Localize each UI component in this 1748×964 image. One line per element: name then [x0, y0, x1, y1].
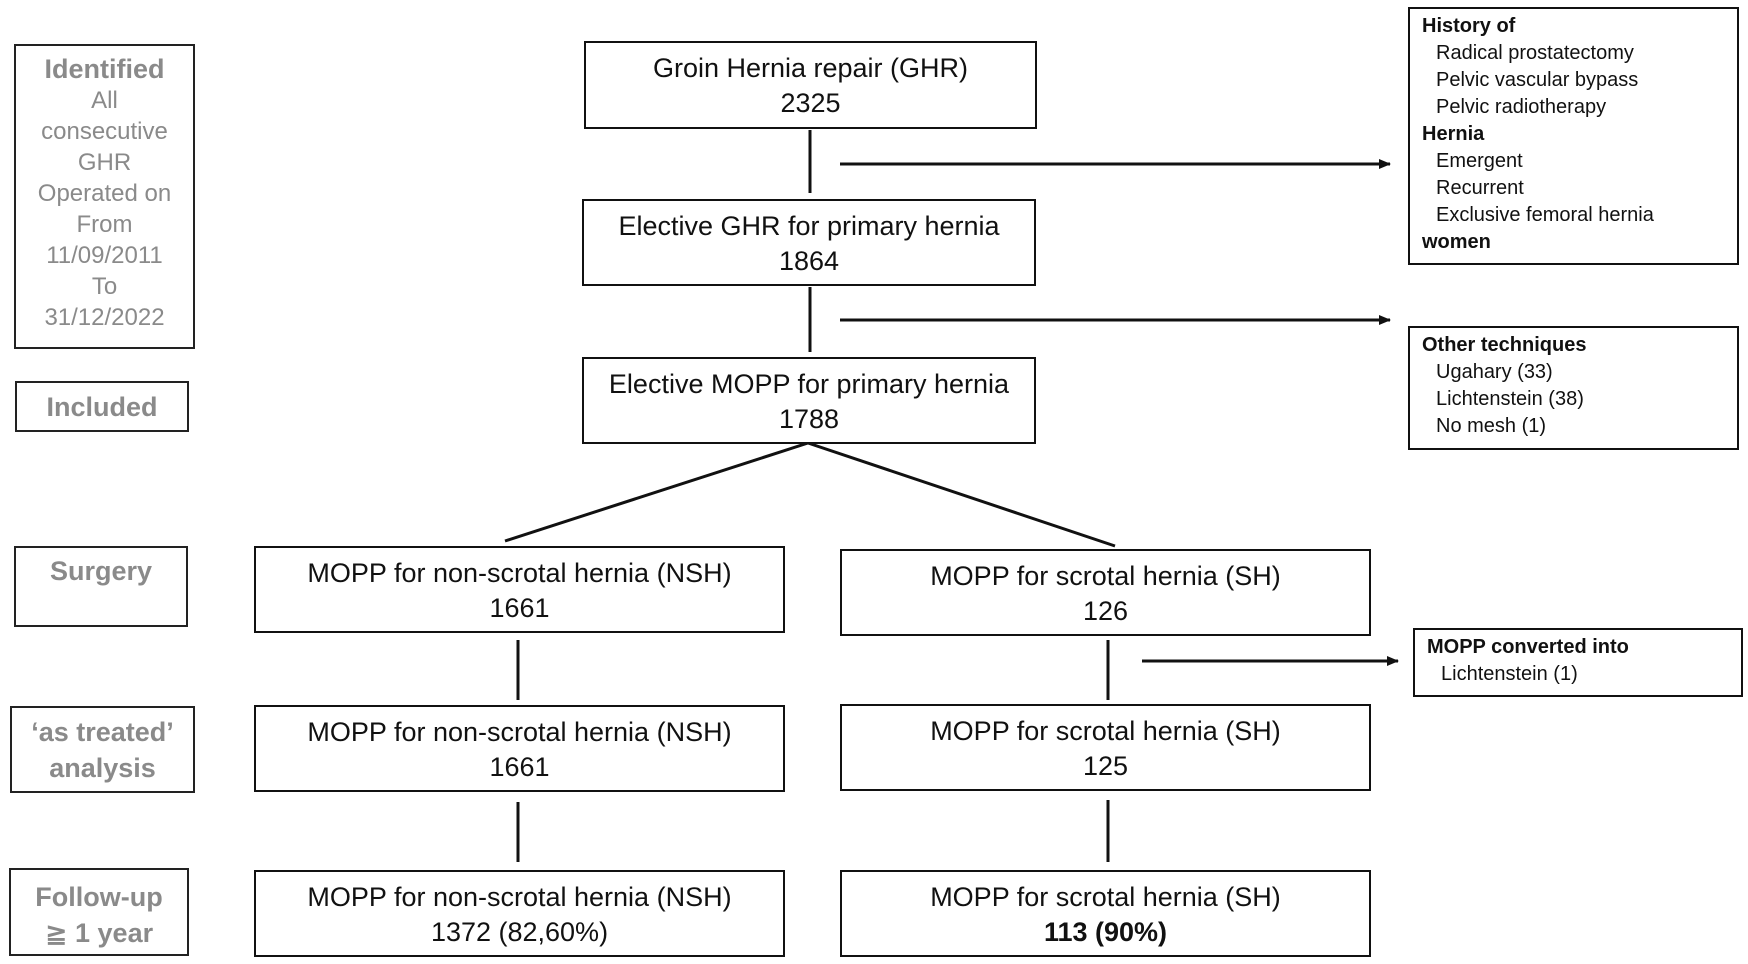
exclusion-box-techniques: Other techniques Ugahary (33) Lichtenste…: [1408, 326, 1739, 450]
stage-identified-line: consecutive: [41, 118, 168, 145]
exclusion-item: Pelvic vascular bypass: [1436, 69, 1639, 91]
box-label: MOPP for scrotal hernia (SH): [930, 561, 1281, 591]
stage-as-treated-line1: ‘as treated’: [31, 717, 174, 747]
box-sh-followup: MOPP for scrotal hernia (SH) 113 (90%): [840, 870, 1371, 957]
split-right: [807, 441, 1116, 548]
box-label: Groin Hernia repair (GHR): [652, 53, 969, 83]
box-count: 1661: [489, 752, 550, 782]
box-count: 1661: [489, 593, 550, 623]
stage-included-heading: Included: [46, 392, 158, 422]
exclusion-heading: Hernia: [1422, 123, 1485, 145]
stage-identified-line: Operated on: [37, 180, 172, 207]
exclusion-heading: MOPP converted into: [1427, 636, 1629, 658]
exclusion-box-converted: MOPP converted into Lichtenstein (1): [1413, 628, 1743, 697]
exclusion-item: Radical prostatectomy: [1436, 42, 1634, 64]
box-label: Elective GHR for primary hernia: [618, 211, 1000, 241]
box-sh-treated: MOPP for scrotal hernia (SH) 125: [840, 704, 1371, 791]
split-left: [504, 441, 809, 543]
stage-identified-line: 31/12/2022: [44, 304, 165, 331]
exclusion-item: Lichtenstein (1): [1441, 663, 1578, 685]
exclusion-item: Recurrent: [1436, 177, 1524, 199]
stage-identified-line: GHR: [77, 149, 132, 176]
box-sh-surgery: MOPP for scrotal hernia (SH) 126: [840, 549, 1371, 636]
stage-identified-heading: Identified: [44, 54, 165, 84]
exclusion-heading: History of: [1422, 15, 1516, 37]
box-count: 125: [1082, 751, 1129, 781]
box-label: Elective MOPP for primary hernia: [608, 369, 1010, 399]
exclusion-item: Emergent: [1436, 150, 1523, 172]
box-label: MOPP for non-scrotal hernia (NSH): [307, 882, 732, 912]
stage-identified-line: From: [76, 211, 133, 238]
box-groin-hernia-repair: Groin Hernia repair (GHR) 2325: [584, 41, 1037, 129]
box-count: 2325: [780, 88, 841, 118]
box-label: MOPP for non-scrotal hernia (NSH): [307, 717, 732, 747]
box-count: 1788: [778, 404, 840, 434]
exclusion-item: Pelvic radiotherapy: [1436, 96, 1607, 118]
box-count: 1864: [778, 246, 840, 276]
exclusion-item: Exclusive femoral hernia: [1436, 204, 1654, 226]
box-label: MOPP for scrotal hernia (SH): [930, 716, 1281, 746]
stage-surgery: Surgery: [14, 546, 188, 627]
box-nsh-treated: MOPP for non-scrotal hernia (NSH) 1661: [254, 705, 785, 792]
box-elective-mopp: Elective MOPP for primary hernia 1788: [582, 357, 1036, 444]
box-count: 126: [1082, 596, 1129, 626]
stage-identified-line: To: [91, 273, 118, 300]
stage-follow-up-line2: ≧ 1 year: [44, 918, 154, 948]
stage-identified: Identified All consecutive GHR Operated …: [14, 44, 195, 349]
stage-follow-up: Follow-up ≧ 1 year: [9, 868, 189, 956]
box-label: MOPP for non-scrotal hernia (NSH): [307, 558, 732, 588]
stage-included: Included: [15, 381, 189, 432]
exclusion-item: Ugahary (33): [1436, 361, 1553, 383]
exclusion-item: Lichtenstein (38): [1436, 388, 1584, 410]
stage-as-treated-line2: analysis: [49, 753, 156, 783]
box-count: 1372 (82,60%): [430, 917, 609, 947]
stage-identified-line: All: [91, 87, 118, 114]
stage-identified-line: 11/09/2011: [46, 242, 163, 269]
exclusion-heading: Other techniques: [1422, 334, 1587, 356]
box-nsh-followup: MOPP for non-scrotal hernia (NSH) 1372 (…: [254, 870, 785, 957]
stage-as-treated: ‘as treated’ analysis: [10, 706, 195, 793]
box-nsh-surgery: MOPP for non-scrotal hernia (NSH) 1661: [254, 546, 785, 633]
exclusion-box-criteria: History of Radical prostatectomy Pelvic …: [1408, 7, 1739, 265]
stage-follow-up-line1: Follow-up: [35, 882, 163, 912]
box-label: MOPP for scrotal hernia (SH): [930, 882, 1281, 912]
stage-surgery-heading: Surgery: [49, 556, 153, 586]
box-elective-ghr: Elective GHR for primary hernia 1864: [582, 199, 1036, 286]
exclusion-heading: women: [1422, 231, 1491, 253]
exclusion-item: No mesh (1): [1436, 415, 1547, 437]
box-count: 113 (90%): [1043, 917, 1168, 947]
